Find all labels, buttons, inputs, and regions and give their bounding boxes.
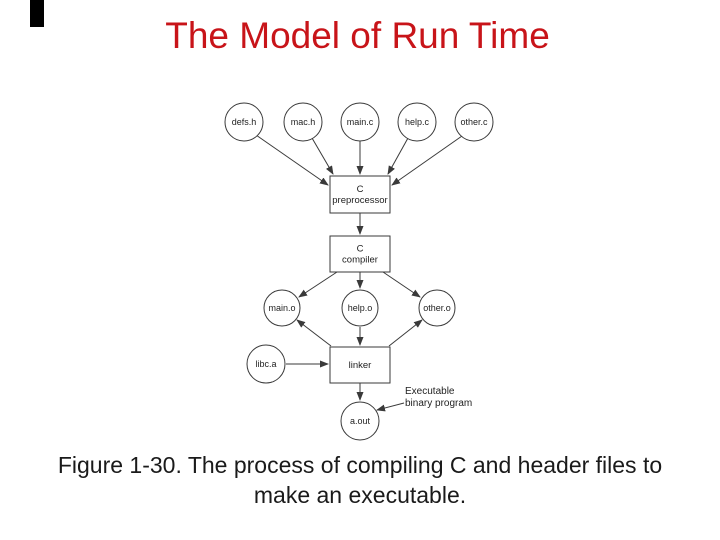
diagram-box-c-compiler-label-line1: C	[357, 244, 364, 255]
slide-corner-mark	[30, 0, 44, 27]
diagram-arrow-annotation-to-a-out	[376, 402, 405, 412]
diagram-arrow-compiler-to-other-o	[382, 271, 421, 298]
diagram-node-defs-h-shape	[224, 102, 264, 142]
diagram-box-c-compiler-shape	[329, 235, 391, 273]
diagram-node-mac-h: mac.h	[283, 102, 323, 142]
figure-caption: Figure 1-30. The process of compiling C …	[0, 450, 720, 510]
diagram-arrow-defs-h-to-preprocessor	[255, 134, 329, 186]
diagram-root: defs.h mac.h main.c help.c other.c main.o help…	[224, 102, 494, 441]
diagram-node-other-o: other.o	[418, 289, 456, 327]
diagram-node-other-o-label: other.o	[423, 303, 451, 313]
diagram-node-mac-h-label: mac.h	[291, 117, 316, 127]
diagram-node-main-c: main.c	[340, 102, 380, 142]
diagram-node-main-c-label: main.c	[347, 117, 374, 127]
diagram-node-main-c-shape	[340, 102, 380, 142]
diagram-box-linker-shape	[329, 346, 391, 384]
diagram-node-other-c-shape	[454, 102, 494, 142]
diagram-node-defs-h: defs.h	[224, 102, 264, 142]
diagram-box-c-preprocessor-label-line1: C	[357, 184, 364, 195]
diagram-node-mac-h-shape	[283, 102, 323, 142]
diagram-annotation-line1: Executable	[405, 386, 455, 397]
diagram-box-linker: linker	[329, 346, 391, 384]
diagram-arrow-linker-to-main-o	[296, 319, 332, 347]
diagram-arrow-linker-to-other-o	[388, 319, 423, 347]
slide-title: The Model of Run Time	[165, 15, 550, 56]
diagram-box-linker-label: linker	[349, 360, 372, 371]
diagram-node-a-out: a.out	[340, 401, 380, 441]
diagram-node-help-c-label: help.c	[405, 117, 430, 127]
diagram-node-a-out-shape	[340, 401, 380, 441]
diagram-node-libc-a: libc.a	[246, 344, 286, 384]
diagram-node-other-c-label: other.c	[460, 117, 488, 127]
diagram-node-libc-a-label: libc.a	[255, 359, 276, 369]
diagram-node-a-out-label: a.out	[350, 416, 371, 426]
diagram-arrow-mac-h-to-preprocessor	[311, 137, 334, 175]
diagram-node-other-o-shape	[418, 289, 456, 327]
diagram-node-help-c: help.c	[397, 102, 437, 142]
diagram-box-c-compiler-label-line2: compiler	[342, 255, 378, 266]
figure-caption-line1: Figure 1-30. The process of compiling C …	[57, 452, 663, 478]
diagram-box-c-preprocessor-shape	[329, 175, 391, 214]
diagram-node-help-o-label: help.o	[348, 303, 373, 313]
diagram-box-c-preprocessor-label-line2: preprocessor	[332, 195, 387, 206]
diagram-node-main-o: main.o	[263, 289, 301, 327]
diagram-node-main-o-shape	[263, 289, 301, 327]
diagram-node-main-o-label: main.o	[268, 303, 295, 313]
figure-caption-line2: make an executable.	[253, 482, 467, 508]
diagram-node-help-o-shape	[341, 289, 379, 327]
diagram-node-other-c: other.c	[454, 102, 494, 142]
diagram-node-help-o: help.o	[341, 289, 379, 327]
diagram-arrow-help-c-to-preprocessor	[387, 137, 409, 175]
diagram-node-libc-a-shape	[246, 344, 286, 384]
diagram-arrow-other-c-to-preprocessor	[391, 135, 463, 186]
diagram-node-defs-h-label: defs.h	[232, 117, 257, 127]
diagram-node-help-c-shape	[397, 102, 437, 142]
diagram-arrow-compiler-to-main-o	[298, 271, 338, 298]
diagram-annotation-line2: binary program	[405, 398, 472, 409]
